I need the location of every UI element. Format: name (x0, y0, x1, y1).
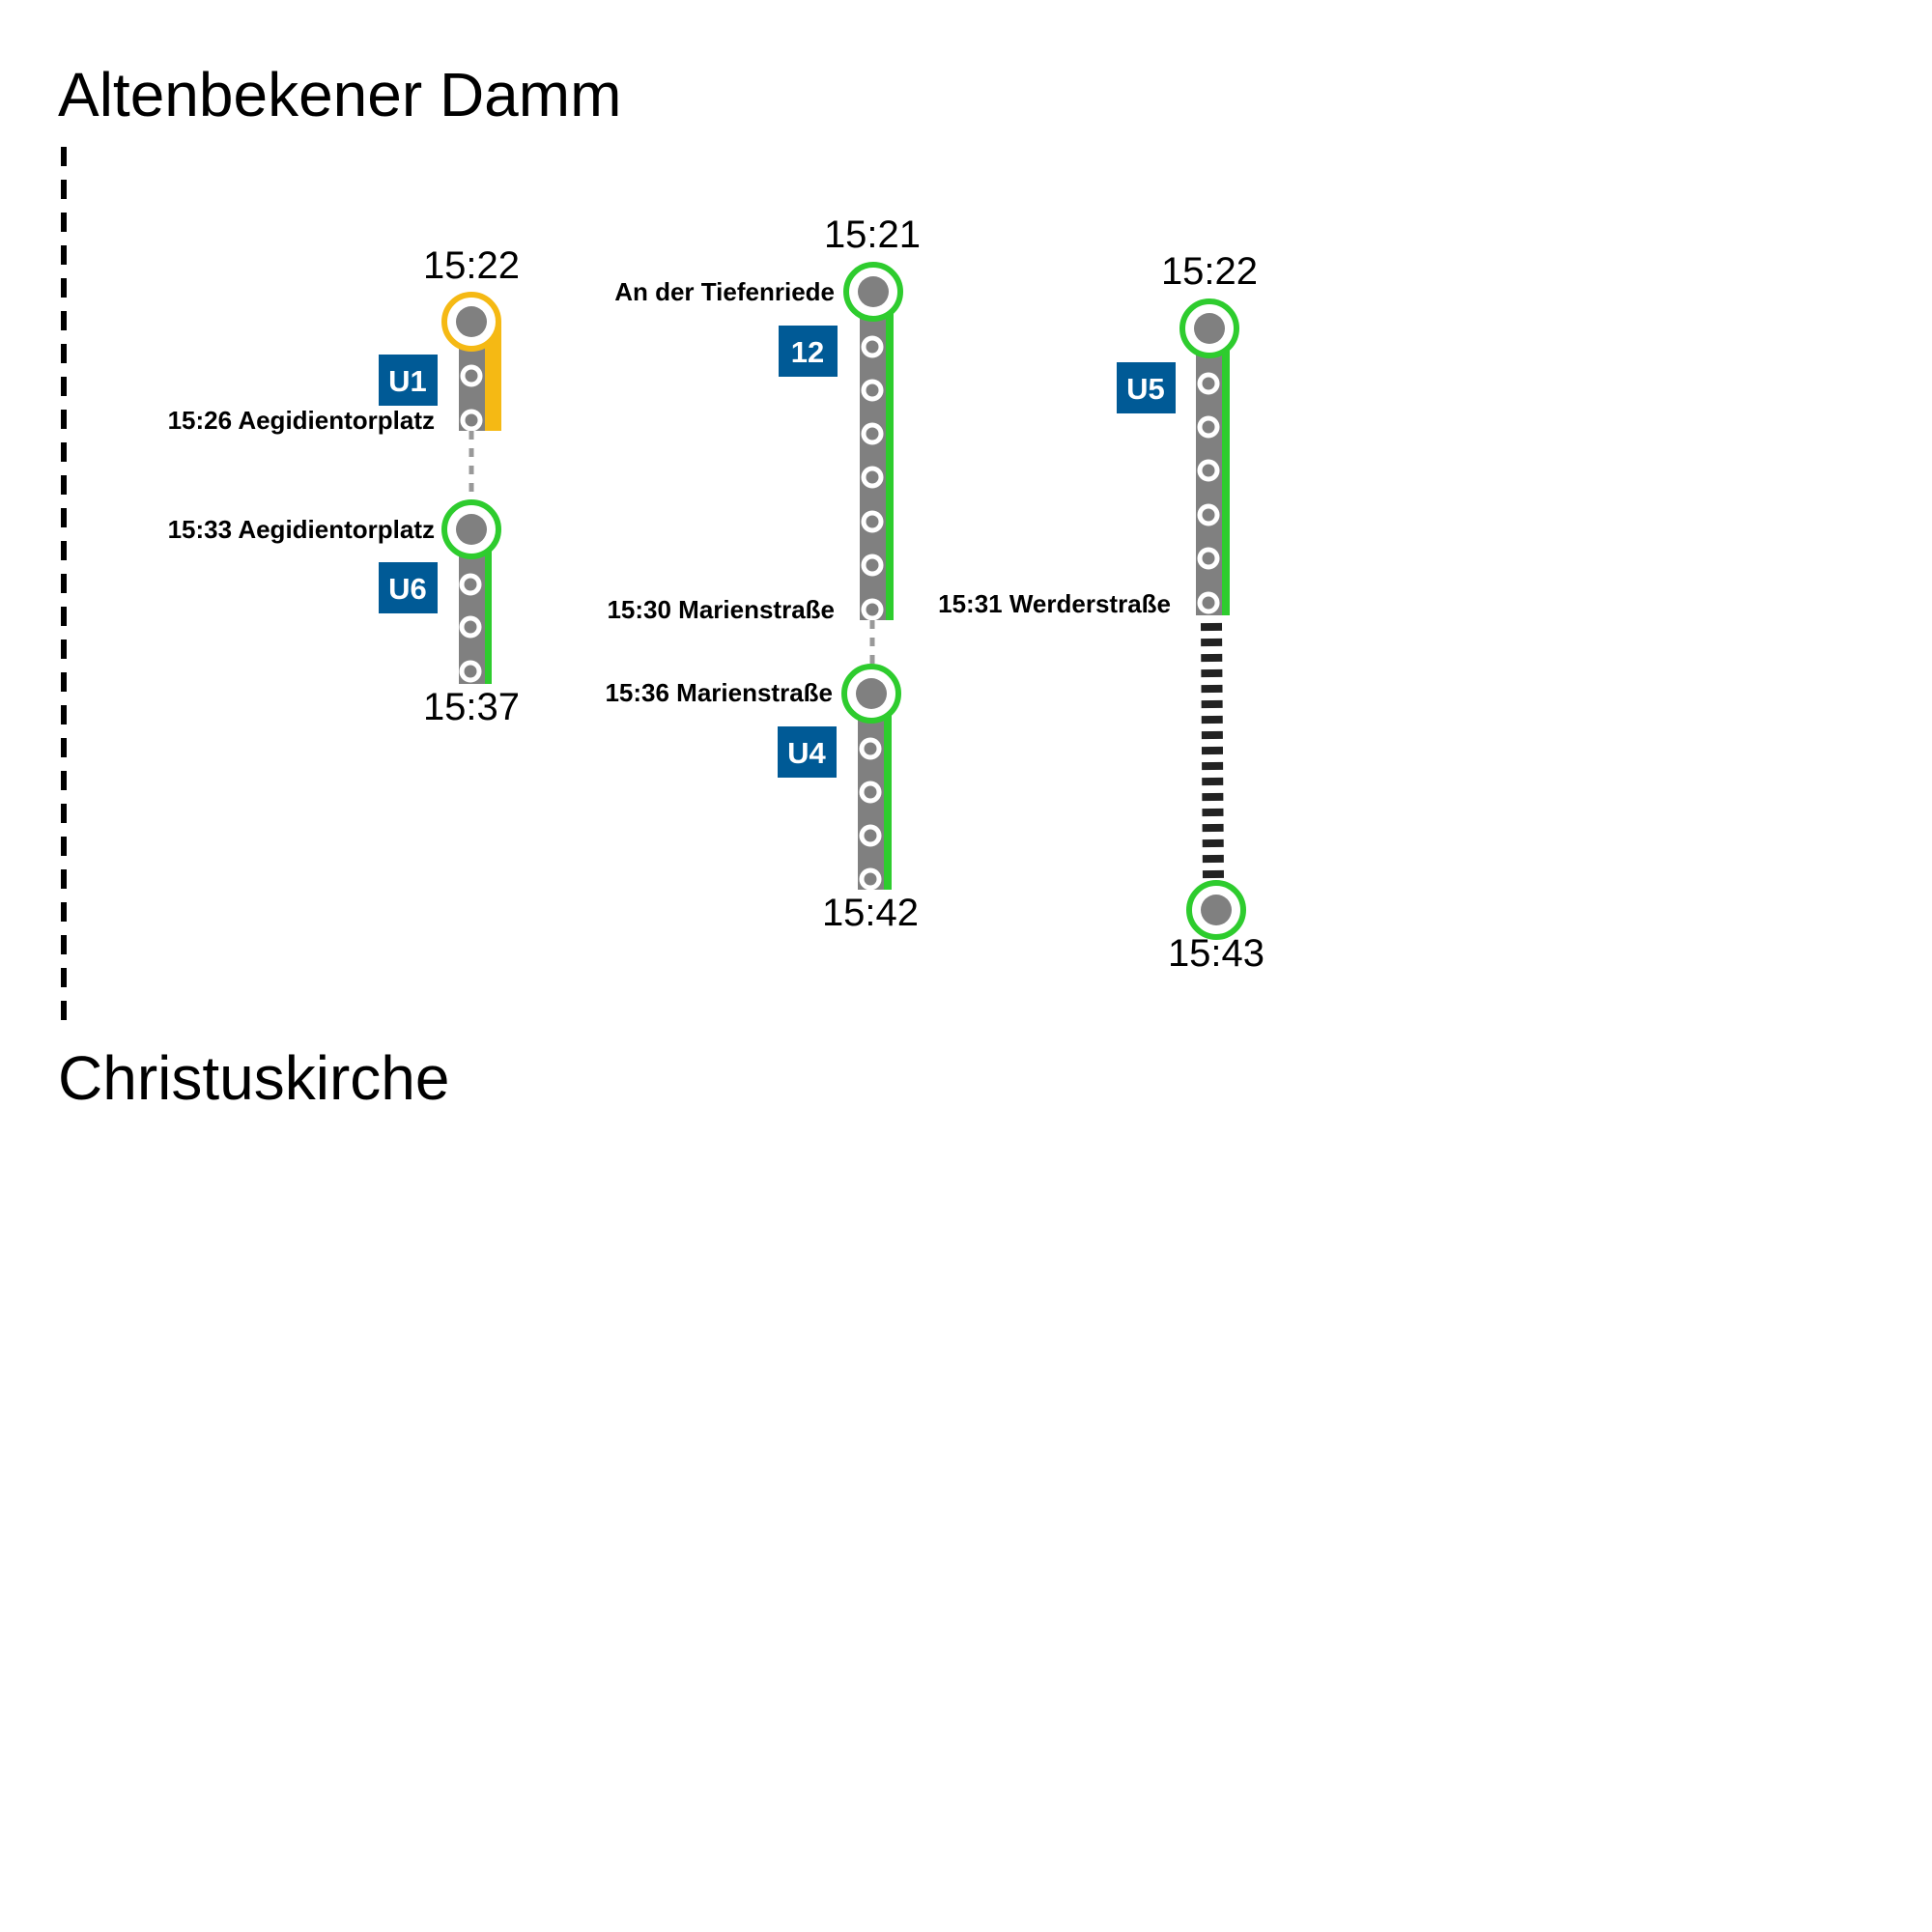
intermediate-stop (1197, 415, 1220, 439)
intermediate-stop (861, 598, 884, 621)
departure-node-core (1194, 313, 1225, 344)
intermediate-stop (460, 364, 483, 387)
departure-time: 15:22 (423, 244, 520, 287)
line-badge-u4[interactable] (778, 726, 837, 778)
departure-node-core (456, 306, 487, 337)
intermediate-stop (1197, 459, 1220, 482)
intermediate-stop (859, 824, 882, 847)
intermediate-stop (861, 422, 884, 445)
arrival-node-core (1201, 895, 1232, 925)
status-stripe (886, 292, 894, 620)
destination-title: Christuskirche (58, 1043, 449, 1113)
line-badge-label: 12 (791, 335, 824, 369)
intermediate-stop (861, 379, 884, 402)
status-stripe (485, 322, 501, 431)
leg-u4[interactable]: 15:36 Marienstraße U4 15:42 (605, 664, 919, 934)
intermediate-stop (859, 737, 882, 760)
line-badge-label: U4 (787, 736, 826, 770)
line-badge-u5[interactable] (1117, 362, 1176, 413)
intermediate-stop (861, 335, 884, 358)
line-badge-label: U5 (1126, 372, 1165, 406)
arrival-time: 15:42 (822, 892, 919, 934)
journey-1[interactable]: 15:22 U1 15:26 Aegidientorplatz 15:33 Ae… (168, 244, 520, 728)
intermediate-stop (861, 554, 884, 577)
leg-u5[interactable]: 15:22 U5 15:31 Werderstraße (938, 250, 1258, 618)
leg-u1[interactable]: 15:22 U1 15:26 Aegidientorplatz (168, 244, 520, 435)
intermediate-stop (1197, 591, 1220, 614)
intermediate-stop (460, 409, 483, 432)
intermediate-stop (459, 573, 482, 596)
departure-node-core (858, 276, 889, 307)
intermediate-stop (459, 615, 482, 639)
status-stripe (884, 694, 892, 890)
arrival-time: 15:43 (1168, 932, 1264, 975)
intermediate-stop (861, 466, 884, 489)
leg-u6[interactable]: 15:33 Aegidientorplatz U6 15:37 (168, 499, 520, 728)
line-badge-12[interactable] (779, 326, 838, 377)
leg-12[interactable]: 15:21 An der Tiefenriede 12 15:30 Marien… (607, 213, 921, 624)
arrival-stop-label: 15:30 Marienstraße (607, 595, 835, 624)
departure-stop-label: An der Tiefenriede (614, 277, 835, 306)
intermediate-stop (1197, 372, 1220, 395)
walk-segment (1201, 622, 1224, 880)
departure-node-core (856, 678, 887, 709)
intermediate-stop (859, 781, 882, 804)
origin-title: Altenbekener Damm (58, 60, 621, 129)
leg-walk[interactable]: 15:43 (1168, 622, 1264, 975)
line-badge-label: U6 (388, 572, 427, 606)
intermediate-stop (861, 510, 884, 533)
departure-time: 15:22 (1161, 250, 1258, 293)
line-badge-u6[interactable] (379, 562, 438, 613)
departure-stop-label: 15:33 Aegidientorplatz (168, 515, 435, 544)
departure-time: 15:21 (824, 213, 921, 256)
intermediate-stop (1197, 547, 1220, 570)
line-badge-u1[interactable] (379, 355, 438, 406)
arrival-time: 15:37 (423, 686, 520, 728)
line-badge-label: U1 (388, 364, 427, 398)
intermediate-stop (859, 867, 882, 891)
intermediate-stop (459, 660, 482, 683)
arrival-stop-label: 15:31 Werderstraße (938, 589, 1171, 618)
departure-stop-label: 15:36 Marienstraße (605, 678, 833, 707)
arrival-stop-label: 15:26 Aegidientorplatz (168, 406, 435, 435)
status-stripe (1222, 328, 1230, 615)
journey-3[interactable]: 15:22 U5 15:31 Werderstraße 15:43 (938, 250, 1264, 975)
departure-node-core (456, 514, 487, 545)
status-stripe (485, 528, 492, 684)
journey-2[interactable]: 15:21 An der Tiefenriede 12 15:30 Marien… (605, 213, 921, 934)
intermediate-stop (1197, 503, 1220, 526)
